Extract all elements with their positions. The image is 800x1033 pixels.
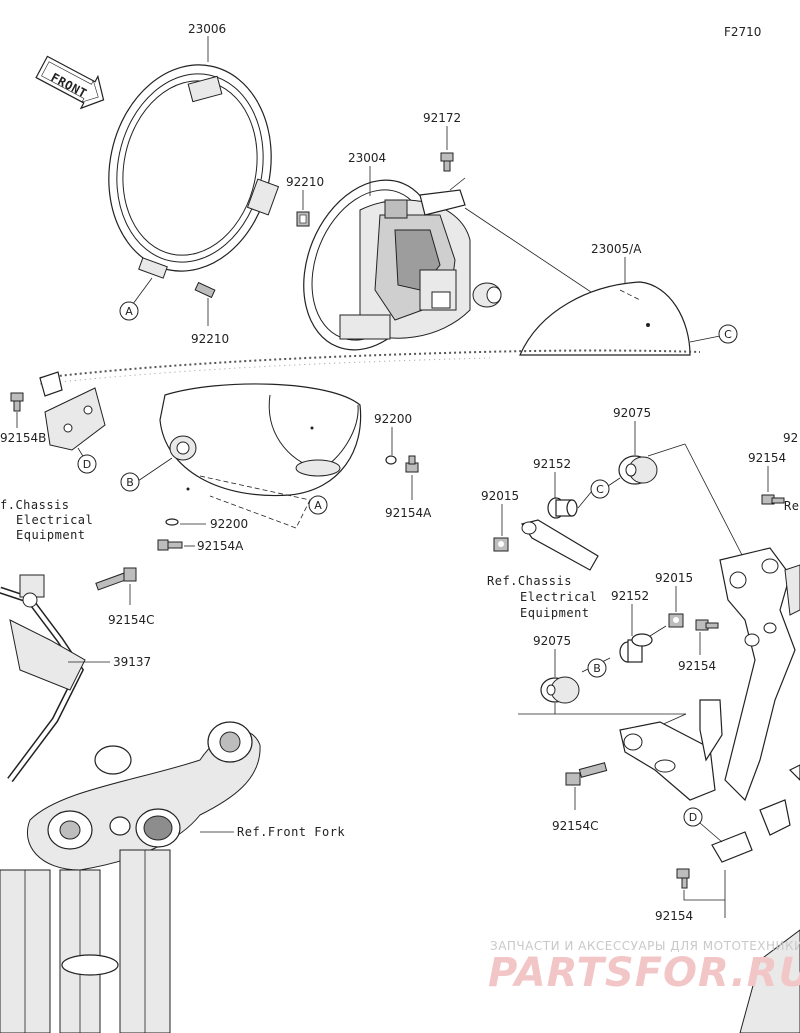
grommet-92075-bottom	[540, 676, 580, 704]
label-92172: 92172	[423, 111, 461, 125]
label-92154c-right: 92154C	[552, 819, 599, 833]
callout-d-left-text: D	[83, 458, 91, 471]
nut-92015-right	[668, 613, 684, 628]
washer-92200-right	[385, 455, 397, 465]
watermark-logo: PARTSFOR.RU	[488, 950, 800, 996]
callout-d-right-text: D	[689, 811, 697, 824]
callout-c-top	[718, 324, 738, 344]
ref-chassis-right-3: Equipment	[520, 606, 590, 620]
chassis-stay	[520, 519, 599, 571]
callout-c-right-text: C	[596, 483, 604, 496]
label-92075-bottom: 92075	[533, 634, 571, 648]
label-92015-left: 92015	[481, 489, 519, 503]
callout-c-top-text: C	[724, 328, 732, 341]
bolt-92154a-right	[405, 455, 419, 473]
callout-c-right	[590, 479, 610, 499]
label-92154b: 92154B	[0, 431, 46, 445]
callout-d-left	[77, 454, 97, 474]
nut-92210	[296, 211, 310, 227]
bolt-92154c-left	[95, 567, 137, 591]
ref-chassis-right-1: Ref.Chassis	[487, 574, 572, 588]
label-39137: 39137	[113, 655, 151, 669]
label-92075-top: 92075	[613, 406, 651, 420]
label-92200-left: 92200	[210, 517, 248, 531]
headlight-unit	[303, 179, 502, 351]
wire-clip-39137	[0, 574, 86, 783]
callout-d-right	[683, 807, 703, 827]
callout-a-lower-text: A	[314, 499, 322, 512]
fork-leg-right	[739, 929, 800, 1033]
label-92210-nut: 92210	[286, 175, 324, 189]
watermark-tagline: ЗАПЧАСТИ И АКСЕССУАРЫ ДЛЯ МОТОТЕХНИКИ	[490, 939, 800, 953]
label-92154-bottom: 92154	[655, 909, 693, 923]
label-92154c-left: 92154C	[108, 613, 155, 627]
label-92200-right: 92200	[374, 412, 412, 426]
label-92210-bolt: 92210	[191, 332, 229, 346]
label-92015-right: 92015	[655, 571, 693, 585]
collar-92152-top	[547, 497, 578, 519]
bolt-92154-topright	[761, 494, 785, 505]
front-arrow-icon	[35, 55, 105, 110]
ref-chassis-left-1: f.Chassis	[0, 498, 70, 512]
figure-code: F2710	[724, 25, 761, 39]
callout-a-top-text: A	[125, 305, 133, 318]
grommet-92075-top	[618, 455, 658, 485]
label-23004: 23004	[348, 151, 386, 165]
callout-b-left-text: B	[126, 476, 134, 489]
callout-b-right-text: B	[593, 662, 601, 675]
headlight-housing-lower	[159, 383, 362, 497]
bolt-92154-bottom	[676, 868, 690, 889]
nut-92015-left	[493, 537, 509, 552]
label-92154a-left: 92154A	[197, 539, 244, 553]
bolt-92154c-right	[565, 762, 608, 786]
callout-a-top	[119, 301, 139, 321]
mount-bracket-left	[39, 371, 106, 451]
callout-b-left	[120, 472, 140, 492]
bolt-92154b	[10, 392, 24, 412]
headlight-housing-top	[519, 281, 691, 356]
label-92152-top: 92152	[533, 457, 571, 471]
bolt-92154-mid	[695, 619, 719, 631]
label-23005a: 23005/A	[591, 242, 642, 256]
front-fork	[0, 721, 261, 1033]
ref-front-fork: Ref.Front Fork	[237, 825, 345, 839]
label-92154-topright: 92154	[748, 451, 786, 465]
bolt-92154a-left	[157, 539, 183, 551]
label-92152-bottom: 92152	[611, 589, 649, 603]
ref-topright-cut: Re	[784, 499, 799, 513]
ref-chassis-right-2: Electrical	[520, 590, 597, 604]
headlight-rim	[108, 64, 280, 279]
label-92154-mid: 92154	[678, 659, 716, 673]
label-92154a-right: 92154A	[385, 506, 432, 520]
bolt-92210	[194, 281, 216, 299]
ref-chassis-left-2: Electrical	[16, 513, 93, 527]
callout-b-right	[587, 658, 607, 678]
label-92-cut: 92	[783, 431, 798, 445]
label-23006: 23006	[188, 22, 226, 36]
washer-92200-left	[165, 518, 179, 526]
ref-chassis-left-3: Equipment	[16, 528, 86, 542]
callout-a-lower	[308, 495, 328, 515]
collar-92152-bottom	[619, 633, 653, 663]
screw-92172	[440, 152, 454, 172]
mount-bracket-right	[619, 547, 800, 863]
